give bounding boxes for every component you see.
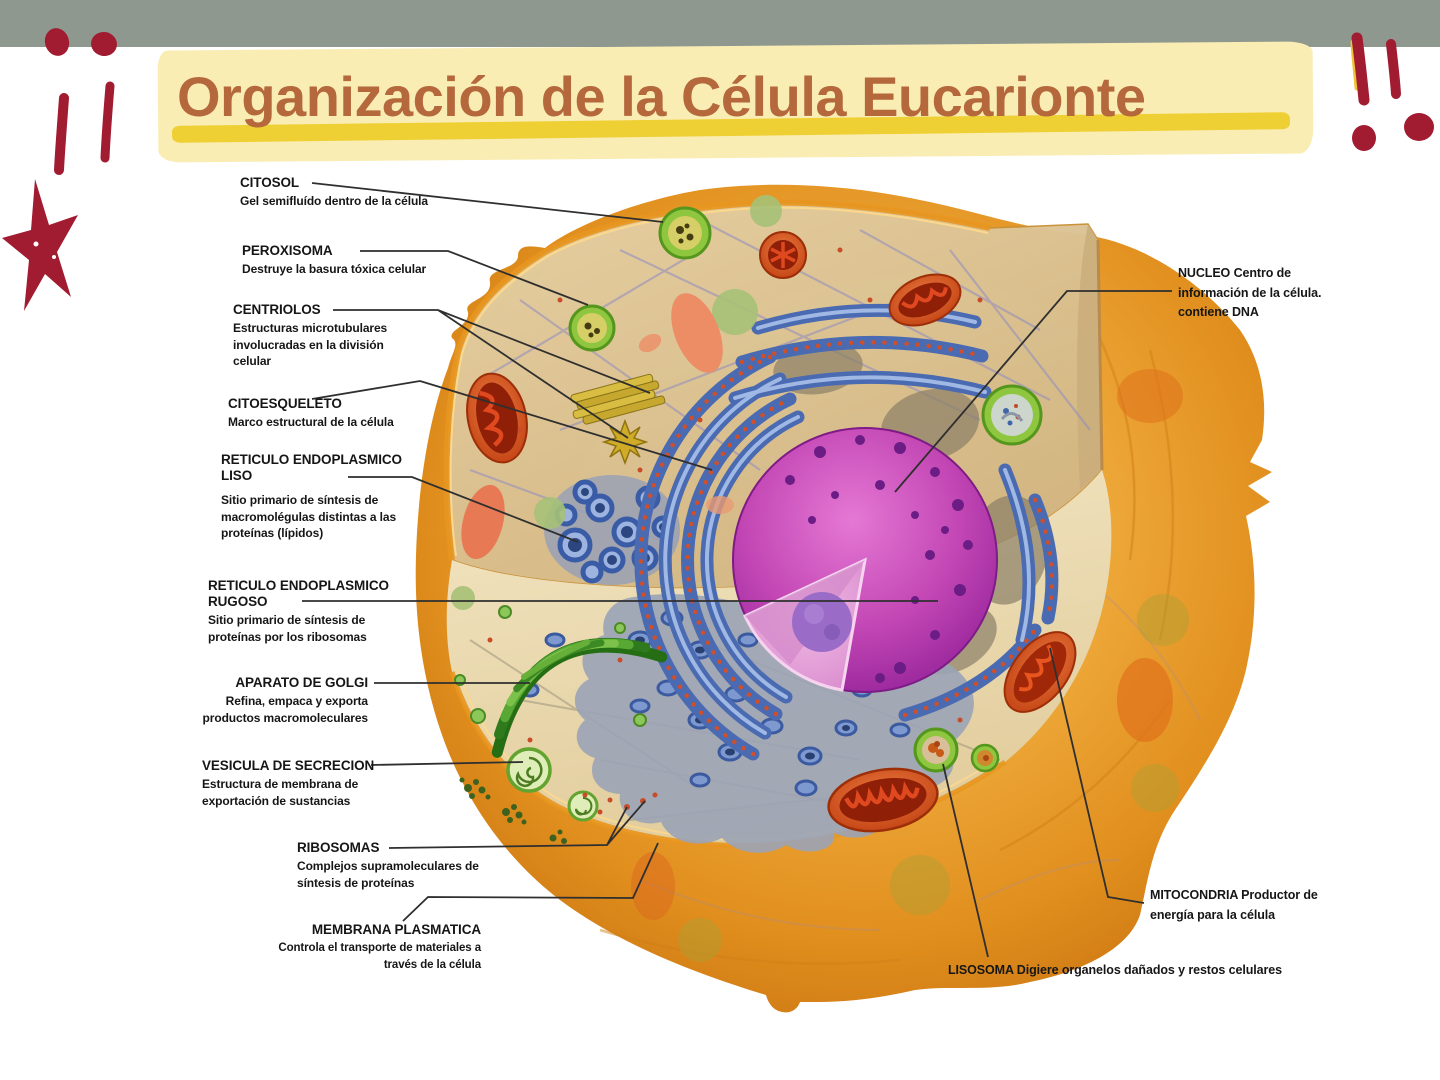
- leader-ribosomas: [388, 800, 646, 849]
- label-membrana-name: MEMBRANA PLASMATICA: [311, 922, 481, 937]
- leader-centriolos: [333, 309, 651, 439]
- right-exclamation-marks: [1350, 32, 1434, 151]
- secretion-vesicle-2: [567, 790, 599, 822]
- label-reticulo-rugoso-name: RETICULO ENDOPLASMICO RUGOSO: [208, 578, 389, 609]
- label-peroxisoma-desc: Destruye la basura tóxica celular: [242, 262, 427, 276]
- leader-citosol: [311, 182, 664, 223]
- label-mitocondria: MITOCONDRIA Productor de energía para la…: [1150, 886, 1340, 925]
- label-vesicula-desc: Estructura de membrana de exportación de…: [202, 777, 359, 808]
- nucleus: [732, 427, 998, 693]
- leader-membrana: [402, 842, 659, 922]
- lysosome-top: [981, 384, 1043, 446]
- mitochondrion-round: [759, 231, 807, 279]
- golgi-vesicles: [454, 605, 647, 727]
- lysosome-bottom-1: [913, 727, 959, 773]
- mitochondrion-left: [466, 372, 528, 464]
- label-centriolos-desc: Estructuras microtubulares involucradas …: [233, 321, 388, 368]
- label-membrana-desc: Controla el transporte de materiales a t…: [278, 942, 481, 971]
- label-reticulo-liso-desc: Sitio primario de síntesis de macromolég…: [221, 493, 397, 540]
- leader-peroxisoma: [360, 250, 589, 306]
- label-mitocondria-desc: Productor de energía para la célula: [1150, 888, 1318, 922]
- rough-er: [634, 303, 1059, 761]
- secretion-vesicle-1: [506, 747, 552, 793]
- leader-nucleo: [894, 290, 1172, 493]
- leader-citoesqueleto: [311, 380, 713, 471]
- label-nucleo-desc: Centro de información de la célula. cont…: [1178, 266, 1322, 319]
- label-nucleo-name: NUCLEO: [1178, 266, 1231, 280]
- label-lisosoma: LISOSOMA Digiere organelos dañados y res…: [948, 961, 1368, 981]
- label-citosol: CITOSOL Gel semifluído dentro de la célu…: [240, 175, 490, 210]
- label-nucleo: NUCLEO Centro de información de la célul…: [1178, 264, 1356, 323]
- label-centriolos-name: CENTRIOLOS: [233, 302, 321, 317]
- label-membrana: MEMBRANA PLASMATICA Controla el transpor…: [271, 922, 481, 973]
- label-lisosoma-desc: Digiere organelos dañados y restos celul…: [1016, 963, 1282, 977]
- label-citosol-desc: Gel semifluído dentro de la célula: [240, 194, 428, 208]
- leader-vesicula: [370, 761, 524, 766]
- orange-blotches: [631, 369, 1183, 920]
- ribosome-dots: [487, 247, 1013, 815]
- label-centriolos: CENTRIOLOS Estructuras microtubulares in…: [233, 302, 415, 370]
- golgi-apparatus: [491, 637, 668, 758]
- label-golgi: APARATO DE GOLGI Refina, empaca y export…: [168, 675, 369, 726]
- label-ribosomas: RIBOSOMAS Complejos supramoleculares de …: [297, 840, 485, 891]
- star-decoration: [2, 179, 78, 311]
- label-ribosomas-name: RIBOSOMAS: [297, 840, 380, 855]
- mitochondrion-top: [888, 273, 962, 327]
- label-lisosoma-name: LISOSOMA: [948, 963, 1014, 977]
- label-citoesqueleto-desc: Marco estructural de la célula: [228, 415, 394, 429]
- top-bar: [0, 0, 1440, 47]
- nuclear-pores: [785, 435, 973, 683]
- mitochondrion-right: [1003, 631, 1077, 713]
- leader-mitocondria: [1049, 647, 1145, 904]
- label-citoesqueleto: CITOESQUELETO Marco estructural de la cé…: [228, 396, 448, 431]
- label-peroxisoma-name: PEROXISOMA: [242, 243, 333, 258]
- label-vesicula: VESICULA DE SECRECION Estructura de memb…: [202, 758, 380, 809]
- label-reticulo-liso-name: RETICULO ENDOPLASMICO LISO: [221, 452, 402, 483]
- label-citoesqueleto-name: CITOESQUELETO: [228, 396, 342, 411]
- label-golgi-name: APARATO DE GOLGI: [235, 675, 368, 690]
- peroxisome-1: [658, 206, 712, 260]
- leader-reticulo-liso: [348, 476, 579, 543]
- label-mitocondria-name: MITOCONDRIA: [1150, 888, 1238, 902]
- mitochondrion-bottom: [827, 767, 939, 833]
- label-citosol-name: CITOSOL: [240, 175, 300, 190]
- green-vacuoles: [451, 195, 782, 610]
- leader-lines: [302, 182, 1172, 958]
- salmon-inclusions: [461, 293, 734, 560]
- centriole-star: [601, 418, 649, 466]
- label-reticulo-rugoso: RETICULO ENDOPLASMICO RUGOSO Sitio prima…: [208, 578, 408, 645]
- left-exclamation-marks: [44, 28, 117, 175]
- peroxisome-2: [568, 304, 616, 352]
- label-reticulo-rugoso-desc: Sitio primario de síntesis de proteínas …: [208, 613, 367, 644]
- lysosome-bottom-2: [970, 743, 1000, 773]
- leader-lisosoma: [942, 763, 989, 958]
- label-peroxisoma: PEROXISOMA Destruye la basura tóxica cel…: [242, 243, 492, 278]
- page-title: Organización de la Célula Eucarionte: [177, 65, 1146, 128]
- label-golgi-desc: Refina, empaca y exporta productos macro…: [202, 694, 369, 725]
- label-ribosomas-desc: Complejos supramoleculares de síntesis d…: [297, 859, 479, 890]
- label-reticulo-liso: RETICULO ENDOPLASMICO LISO Sitio primari…: [221, 452, 409, 542]
- exported-material-clumps: [459, 777, 567, 844]
- label-vesicula-name: VESICULA DE SECRECION: [202, 758, 375, 773]
